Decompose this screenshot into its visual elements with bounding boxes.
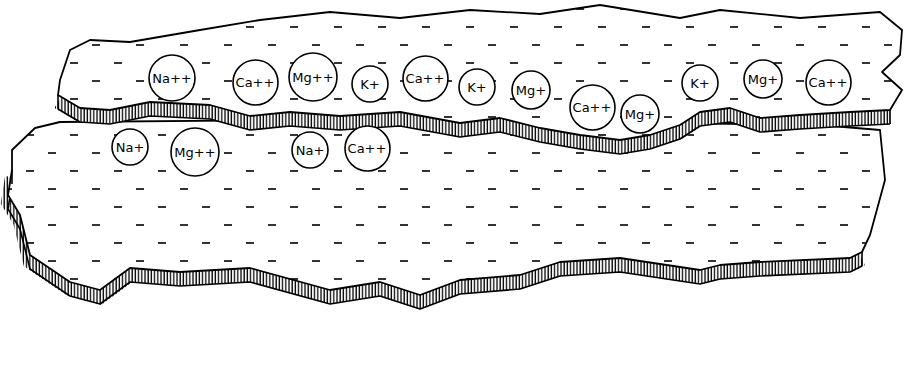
ion-symbol: Ca++	[406, 72, 445, 85]
ion-circle: Na++	[148, 54, 196, 102]
ion-symbol: Mg+	[516, 84, 546, 97]
ion-symbol: K+	[690, 77, 709, 90]
ion-symbol: Na+	[296, 144, 325, 157]
ion-circle: Mg+	[743, 59, 783, 99]
ion-circle: Mg+	[511, 70, 551, 110]
ion-outline-circle	[171, 128, 219, 176]
platelet-edge	[57, 95, 59, 109]
ion-circle: Ca++	[344, 125, 391, 172]
ion-circle: Mg+	[620, 94, 660, 134]
lower-platelet	[8, 120, 885, 309]
ion-symbol: Mg+	[625, 108, 655, 121]
ion-outline-circle	[621, 95, 659, 133]
ion-symbol: Mg++	[174, 146, 215, 159]
ion-circle: Ca++	[402, 55, 449, 102]
ion-symbol: K+	[360, 78, 379, 91]
ion-outline-circle	[233, 60, 278, 105]
ion-symbol: Na+	[116, 141, 145, 154]
ion-symbol: Mg++	[292, 71, 333, 84]
ion-outline-circle	[403, 56, 448, 101]
ion-symbol: Na++	[152, 72, 191, 85]
ion-outline-circle	[570, 85, 615, 130]
platelet-edge	[861, 252, 863, 266]
ion-outline-circle	[112, 129, 148, 165]
ion-circle: K+	[351, 65, 389, 103]
ion-symbol: Mg+	[748, 73, 778, 86]
ion-circle: K+	[681, 64, 719, 102]
ion-outline-circle	[292, 132, 328, 168]
ion-circle: K+	[458, 68, 496, 106]
ion-symbol: Ca++	[348, 142, 387, 155]
ion-outline-circle	[345, 126, 390, 171]
ion-outline-circle	[806, 60, 851, 105]
ion-outline-circle	[682, 65, 718, 101]
ion-outline-circle	[512, 71, 550, 109]
platelet-surface	[58, 5, 902, 140]
platelet-edge	[11, 170, 13, 184]
ion-circle: Mg++	[288, 52, 338, 102]
ion-circle: Ca++	[569, 84, 616, 131]
ion-symbol: Ca++	[809, 76, 848, 89]
ion-symbol: K+	[467, 81, 486, 94]
ion-outline-circle	[289, 53, 337, 101]
ion-circle: Mg++	[170, 127, 220, 177]
ion-symbol: Ca++	[573, 101, 612, 114]
ion-outline-circle	[459, 69, 495, 105]
ion-outline-circle	[744, 60, 782, 98]
ion-circle: Na+	[111, 128, 149, 166]
ion-circle: Na+	[291, 131, 329, 169]
platelet-surface	[8, 120, 885, 295]
ion-circle: Ca++	[805, 59, 852, 106]
ion-outline-circle	[352, 66, 388, 102]
ion-circle: Ca++	[232, 59, 279, 106]
platelet-edge	[889, 110, 891, 124]
ion-symbol: Ca++	[236, 76, 275, 89]
ion-outline-circle	[149, 55, 195, 101]
